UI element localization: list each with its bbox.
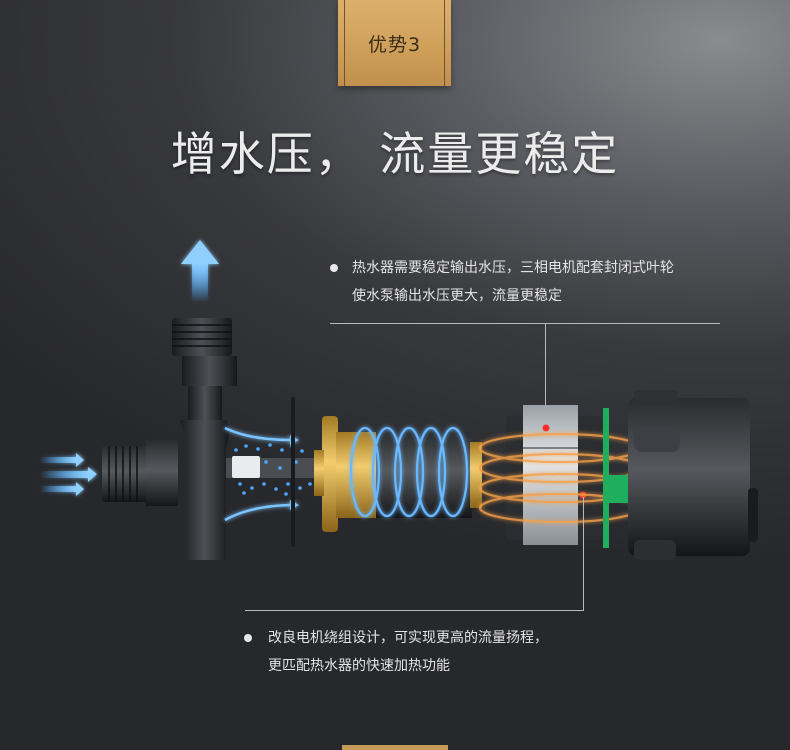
outflow-arrow-icon bbox=[181, 240, 219, 302]
impeller bbox=[314, 416, 482, 532]
bullet-icon bbox=[244, 634, 252, 642]
callout-line-bottom bbox=[245, 610, 584, 611]
feature-1: 热水器需要稳定输出水压，三相电机配套封闭式叶轮 使水泵输出水压更大，流量更稳定 bbox=[352, 254, 674, 310]
feature-2-line-2: 更匹配热水器的快速加热功能 bbox=[268, 658, 450, 674]
callout-line-top bbox=[330, 323, 720, 324]
inlet-pipe bbox=[102, 440, 178, 506]
feature-1-line-2: 使水泵输出水压更大，流量更稳定 bbox=[352, 288, 562, 304]
feature-2-line-1: 改良电机绕组设计，可实现更高的流量扬程， bbox=[268, 630, 548, 646]
marker-top-icon bbox=[542, 424, 550, 432]
page-title: 增水压， 流量更稳定 bbox=[170, 127, 620, 181]
pump-diagram bbox=[40, 240, 758, 560]
water-particles bbox=[234, 443, 312, 496]
motor-end-cap bbox=[628, 390, 758, 560]
bullet-icon bbox=[330, 264, 338, 272]
callout-connector-top bbox=[545, 323, 546, 427]
impeller-disc bbox=[291, 397, 295, 547]
rotor-coil-icon bbox=[349, 426, 469, 518]
feature-1-line-1: 热水器需要稳定输出水压，三相电机配套封闭式叶轮 bbox=[352, 260, 674, 276]
pump-housing bbox=[180, 420, 229, 560]
next-section-tab bbox=[342, 745, 448, 750]
advantage-tag: 优势3 bbox=[338, 0, 451, 86]
inflow-arrows-icon bbox=[40, 453, 97, 496]
outlet-pipe bbox=[172, 318, 237, 422]
feature-2: 改良电机绕组设计，可实现更高的流量扬程， 更匹配热水器的快速加热功能 bbox=[268, 624, 548, 680]
callout-connector-bottom bbox=[583, 497, 584, 610]
advantage-tag-label: 优势3 bbox=[367, 34, 422, 56]
